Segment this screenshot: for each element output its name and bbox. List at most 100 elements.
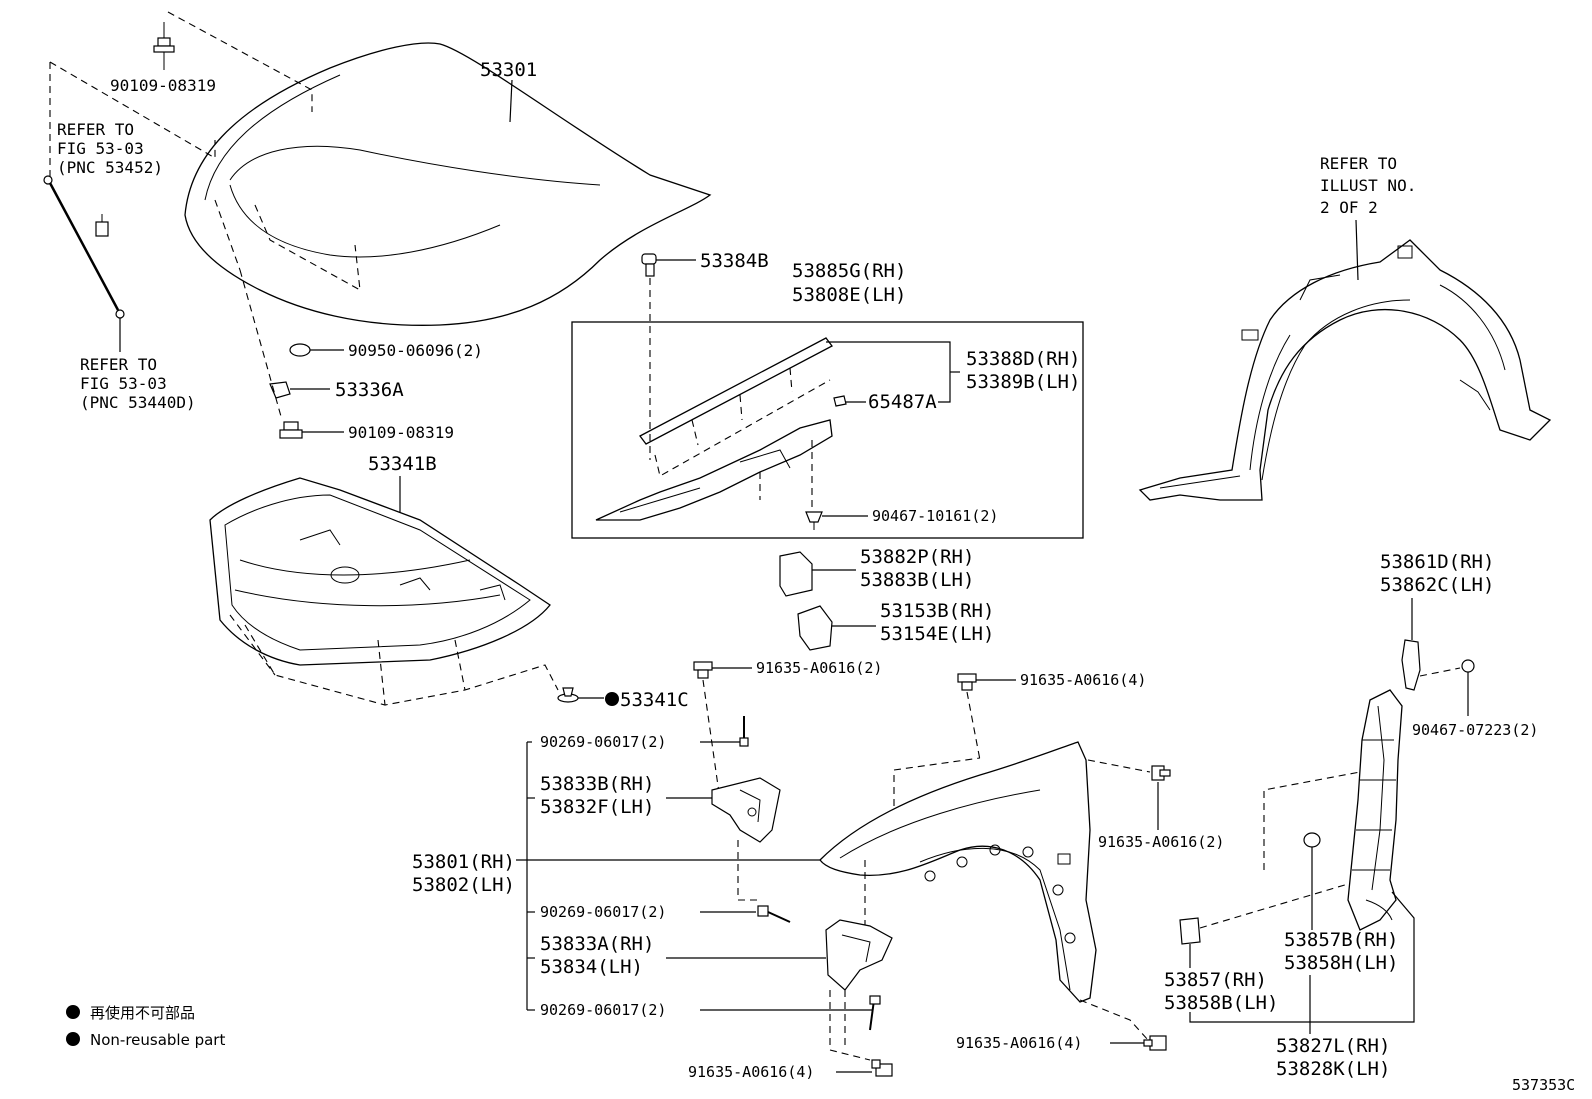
plug-icon — [641, 253, 657, 277]
dash-clip-90467b — [1419, 667, 1461, 677]
dash-fender-top — [893, 757, 981, 806]
side-seal-strip — [1347, 689, 1403, 931]
label-pad-sq-lh: 53858B(LH) — [1164, 992, 1278, 1014]
bracket-top-icon — [711, 777, 781, 843]
pad-square-icon — [1179, 917, 1201, 945]
dash-seal-3 — [739, 394, 743, 421]
splash-clip-icon — [1401, 639, 1421, 691]
dash-insulator-m — [377, 639, 386, 706]
figure-id: 537353C — [1512, 1076, 1575, 1094]
label-side-seal-rh: 53827L(RH) — [1276, 1035, 1390, 1057]
label-clip-90467b: 90467-07223(2) — [1412, 721, 1538, 739]
label-pad-lh: 53154E(LH) — [880, 623, 994, 645]
front-fender — [819, 741, 1097, 1003]
label-refer-illust-2: ILLUST NO. — [1320, 176, 1416, 195]
label-bolt-left-top: 91635-A0616(2) — [756, 659, 882, 677]
label-refer-top-3: (PNC 53452) — [57, 158, 163, 177]
clip-65487-icon — [833, 395, 847, 407]
label-refer-bot-3: (PNC 53440D) — [80, 393, 196, 412]
label-cushion: 90950-06096(2) — [348, 341, 483, 360]
label-pad-small-lh: 53858H(LH) — [1284, 952, 1398, 974]
label-fender-lh: 53802(LH) — [412, 874, 515, 896]
label-block-rh: 53882P(RH) — [860, 546, 974, 568]
dash-pad-sq — [1263, 771, 1361, 870]
bracket-bot-icon — [825, 919, 893, 991]
label-bracket-bot-rh: 53833A(RH) — [540, 933, 654, 955]
label-seal-lh: 53808E(LH) — [792, 284, 906, 306]
dash-hinge — [239, 269, 283, 421]
label-hood: 53301 — [480, 59, 537, 81]
legend-dot-jp-icon — [66, 1005, 80, 1019]
nonreusable-dot-icon — [605, 692, 619, 706]
dash-hood-left — [49, 61, 216, 159]
label-bolt-fender-bottom: 91635-A0616(4) — [956, 1034, 1082, 1052]
screw-1-icon — [739, 716, 749, 747]
bolt-top-icon — [153, 22, 175, 70]
label-side-seal-lh: 53828K(LH) — [1276, 1058, 1390, 1080]
dash-bolt-left-top — [702, 679, 721, 801]
bolt-fender-bottom-icon — [1143, 1035, 1167, 1051]
leader-refer-illust — [1355, 219, 1359, 281]
legend-text-jp: 再使用不可部品 — [90, 1004, 195, 1022]
dash-screw-2 — [737, 840, 760, 901]
bolt-left-top-icon — [693, 661, 713, 679]
dash-bolt-fender-top — [966, 691, 981, 761]
block-icon — [779, 551, 813, 597]
label-insulator: 53341B — [368, 453, 437, 475]
label-bolt-mid: 90109-08319 — [348, 423, 454, 442]
label-bracket-top-rh: 53833B(RH) — [540, 773, 654, 795]
label-pad-sq-rh: 53857(RH) — [1164, 969, 1267, 991]
dash-seal-4 — [789, 367, 793, 393]
dash-pad-square — [1199, 883, 1349, 929]
label-bolt-fender-side: 91635-A0616(2) — [1098, 833, 1224, 851]
pad-small-icon — [1303, 832, 1321, 848]
dash-bolt-bottom — [829, 990, 871, 1061]
dash-bolt-top — [167, 11, 313, 112]
label-splash-lh: 53862C(LH) — [1380, 574, 1494, 596]
label-pad-small-rh: 53857B(RH) — [1284, 929, 1398, 951]
label-clip-90467: 90467-10161(2) — [872, 507, 998, 525]
dash-bolt-fender-bottom — [1079, 999, 1149, 1041]
label-seal-rh: 53885G(RH) — [792, 260, 906, 282]
dash-insulator — [244, 624, 559, 706]
dash-fender-side — [1087, 759, 1151, 773]
leader-hood — [509, 79, 513, 123]
hood-panel — [184, 42, 712, 326]
bolt-fender-side-icon — [1151, 765, 1171, 781]
legend-dot-en-icon — [66, 1032, 80, 1046]
label-refer-top-1: REFER TO — [57, 120, 134, 139]
label-bolt-bottom: 91635-A0616(4) — [688, 1063, 814, 1081]
label-bracket-top-lh: 53832F(LH) — [540, 796, 654, 818]
label-bolt-top: 90109-08319 — [110, 76, 216, 95]
hood-seal-strip — [639, 337, 833, 445]
label-seal2-lh: 53389B(LH) — [966, 371, 1080, 393]
label-screw-1: 90269-06017(2) — [540, 733, 666, 751]
dash-seal-2 — [691, 419, 699, 446]
label-block-lh: 53883B(LH) — [860, 569, 974, 591]
seal-assembly-box — [571, 321, 1084, 539]
label-refer-bot-2: FIG 53-03 — [80, 374, 167, 393]
label-refer-illust-1: REFER TO — [1320, 154, 1397, 173]
label-insulator-clip: 53341C — [620, 689, 689, 711]
label-clip-65487: 65487A — [868, 391, 937, 413]
hood-stay-icon — [43, 175, 125, 319]
label-splash-rh: 53861D(RH) — [1380, 551, 1494, 573]
clip-90467-icon — [805, 511, 823, 530]
bolt-mid-icon — [279, 421, 303, 439]
hood-insulator — [209, 477, 551, 666]
label-screw-3: 90269-06017(2) — [540, 1001, 666, 1019]
pad-icon — [797, 605, 833, 651]
label-seal2-rh: 53388D(RH) — [966, 348, 1080, 370]
label-plug: 53384B — [700, 250, 769, 272]
label-bracket-bot-lh: 53834(LH) — [540, 956, 643, 978]
screw-2-icon — [757, 905, 791, 923]
label-refer-top-2: FIG 53-03 — [57, 139, 144, 158]
cushion-icon — [289, 343, 311, 357]
leader-side-seal — [1189, 891, 1415, 1023]
legend-text-en: Non-reusable part — [90, 1031, 225, 1049]
label-hinge-clip: 53336A — [335, 379, 404, 401]
screw-3-icon — [869, 995, 881, 1031]
dash-insulator-m2 — [454, 639, 466, 691]
